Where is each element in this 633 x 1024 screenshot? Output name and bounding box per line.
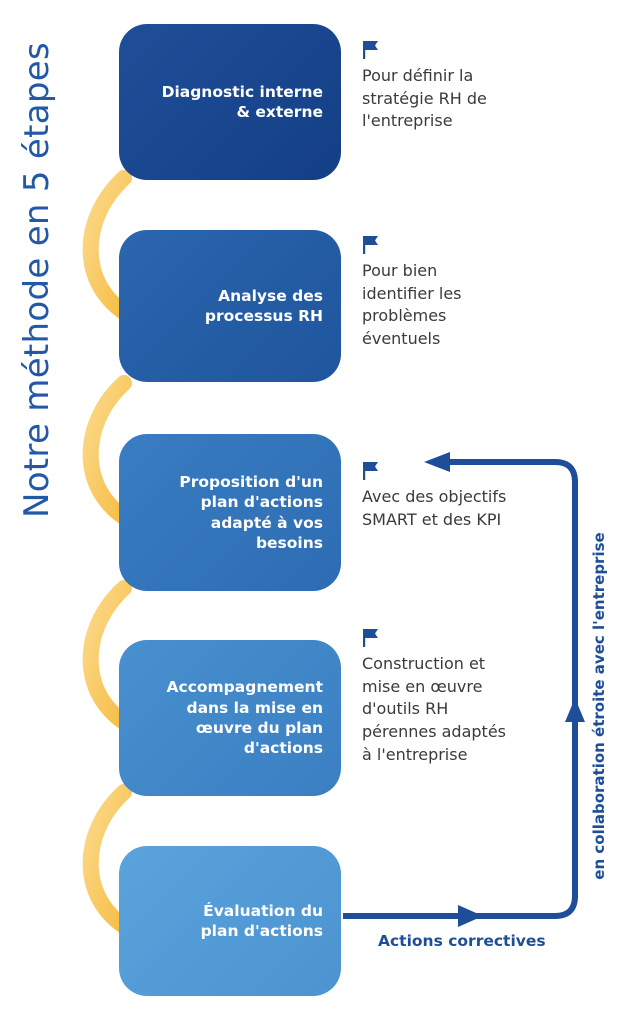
step-1: Diagnostic interne & externe bbox=[119, 24, 341, 180]
step-4-label: Accompagnement dans la mise en œuvre du … bbox=[166, 678, 323, 758]
note-1: Pour définir la stratégie RH de l'entrep… bbox=[362, 40, 487, 133]
step-1-label: Diagnostic interne & externe bbox=[161, 82, 323, 121]
step-5: Évaluation du plan d'actions bbox=[119, 846, 341, 996]
step-3: Proposition d'un plan d'actions adapté à… bbox=[119, 434, 341, 591]
feedback-loop-arrow bbox=[343, 452, 585, 927]
flag-icon bbox=[363, 236, 378, 254]
flag-icon bbox=[363, 462, 378, 480]
note-2-text: Pour bien identifier les problèmes évent… bbox=[362, 261, 462, 349]
note-3: Avec des objectifs SMART et des KPI bbox=[362, 461, 506, 531]
note-3-text: Avec des objectifs SMART et des KPI bbox=[362, 487, 507, 529]
side-label-container: en collaboration étroite avec l'entrepri… bbox=[586, 496, 612, 916]
step-2: Analyse des processus RH bbox=[119, 230, 341, 382]
step-4: Accompagnement dans la mise en œuvre du … bbox=[119, 640, 341, 796]
step-3-label: Proposition d'un plan d'actions adapté à… bbox=[179, 472, 323, 552]
corrective-actions-label: Actions correctives bbox=[378, 932, 546, 950]
note-2: Pour bien identifier les problèmes évent… bbox=[362, 235, 462, 351]
step-2-label: Analyse des processus RH bbox=[204, 286, 323, 325]
step-5-label: Évaluation du plan d'actions bbox=[200, 901, 323, 940]
collaboration-label: en collaboration étroite avec l'entrepri… bbox=[590, 532, 608, 880]
note-4: Construction et mise en œuvre d'outils R… bbox=[362, 628, 506, 767]
note-1-text: Pour définir la stratégie RH de l'entrep… bbox=[362, 66, 487, 131]
flag-icon bbox=[363, 629, 378, 647]
flag-icon bbox=[363, 41, 378, 59]
note-4-text: Construction et mise en œuvre d'outils R… bbox=[362, 654, 506, 764]
